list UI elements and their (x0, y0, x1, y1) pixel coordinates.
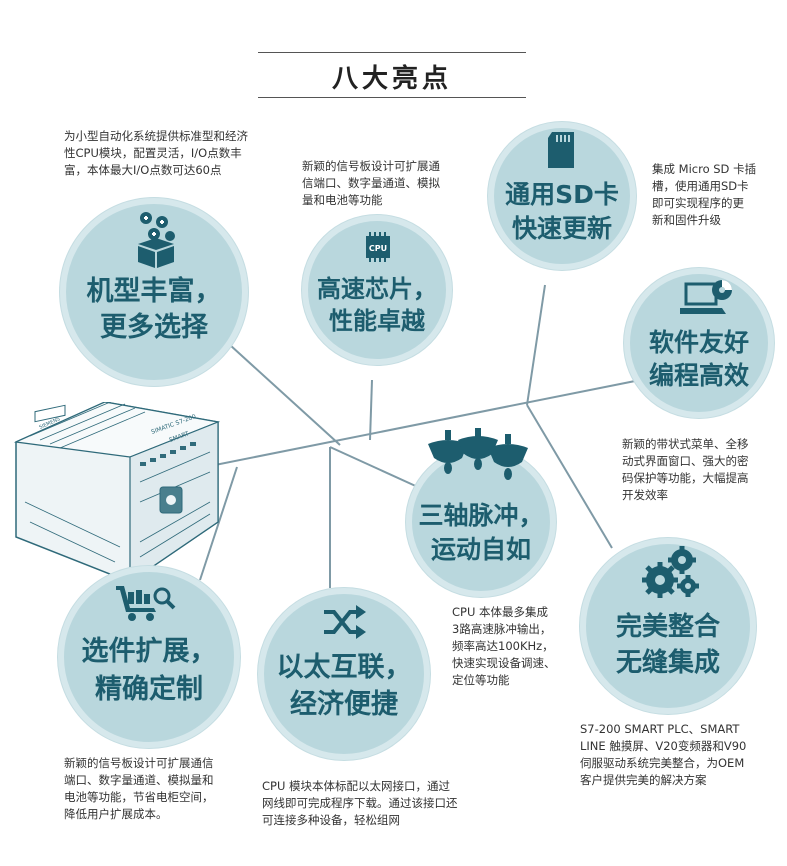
feature-title-line2: 运动自如 (430, 535, 531, 564)
box-icon (138, 212, 175, 268)
feature-circle-options: 选件扩展， 精确定制 (58, 566, 240, 748)
feature-title-line1: 高速芯片， (317, 275, 437, 303)
page-title: 八大亮点 (331, 64, 452, 94)
feature-desc-sd: 集成 Micro SD 卡插槽，使用通用SD卡即可实现程序的更新和固件升级 (652, 162, 757, 227)
feature-title-line2: 经济便捷 (290, 689, 398, 720)
feature-title-line1: 选件扩展， (81, 636, 217, 667)
feature-desc-models: 为小型自动化系统提供标准型和经济性CPU模块，配置灵活，I/O点数丰富，本体最大… (64, 129, 248, 177)
feature-desc-ethernet: CPU 模块本体标配以太网接口，通过网线即可完成程序下载。通过该接口还可连接多种… (262, 779, 458, 827)
feature-title-line2: 性能卓越 (329, 307, 425, 335)
feature-title-line1: 通用SD卡 (505, 180, 619, 209)
motor-icon (428, 428, 528, 480)
sd-card-icon (548, 132, 574, 168)
feature-desc-options: 新颖的信号板设计可扩展通信端口、数字量通道、模拟量和电池等功能，节省电柜空间，降… (64, 756, 214, 821)
feature-title-line2: 无缝集成 (615, 648, 720, 678)
feature-title-line2: 精确定制 (95, 674, 203, 705)
feature-title-line1: 软件友好 (648, 328, 749, 357)
feature-circle-software: 软件友好 编程高效 (624, 268, 774, 418)
feature-title-line1: 机型丰富， (86, 276, 222, 307)
laptop-icon (680, 280, 732, 314)
feature-circle-sd: 通用SD卡 快速更新 (488, 122, 636, 270)
feature-circle-integration: 完美整合 无缝集成 (580, 538, 756, 714)
feature-title-line2: 更多选择 (100, 312, 208, 343)
feature-circle-pulse: 三轴脉冲， 运动自如 (406, 447, 556, 597)
cart-icon (116, 586, 176, 621)
feature-circle-chip: CPU 高速芯片， 性能卓越 (302, 215, 452, 365)
title-rule-top (258, 52, 526, 53)
feature-desc-chip: 新颖的信号板设计可扩展通信端口、数字量通道、模拟量和电池等功能 (302, 159, 440, 207)
feature-circle-models: 机型丰富， 更多选择 (60, 198, 248, 386)
feature-desc-software: 新颖的带状式菜单、全移动式界面窗口、强大的密码保护等功能，大幅提高开发效率 (622, 437, 749, 502)
feature-title-line2: 编程高效 (648, 361, 749, 390)
feature-circle-ethernet: 以太互联， 经济便捷 (258, 588, 430, 760)
feature-title-line1: 完美整合 (615, 612, 720, 642)
title-rule-bottom (258, 97, 526, 98)
gears-icon (642, 546, 699, 598)
feature-title-line1: 以太互联， (276, 652, 412, 683)
shuffle-icon (324, 605, 366, 639)
cpu-chip-icon: CPU (366, 232, 390, 262)
feature-title-line1: 三轴脉冲， (418, 501, 544, 530)
feature-title-line2: 快速更新 (511, 214, 612, 243)
svg-text:CPU: CPU (369, 244, 387, 253)
plc-device-illustration: SIMATIC S7-200 SMART SIEMENS (13, 402, 221, 584)
